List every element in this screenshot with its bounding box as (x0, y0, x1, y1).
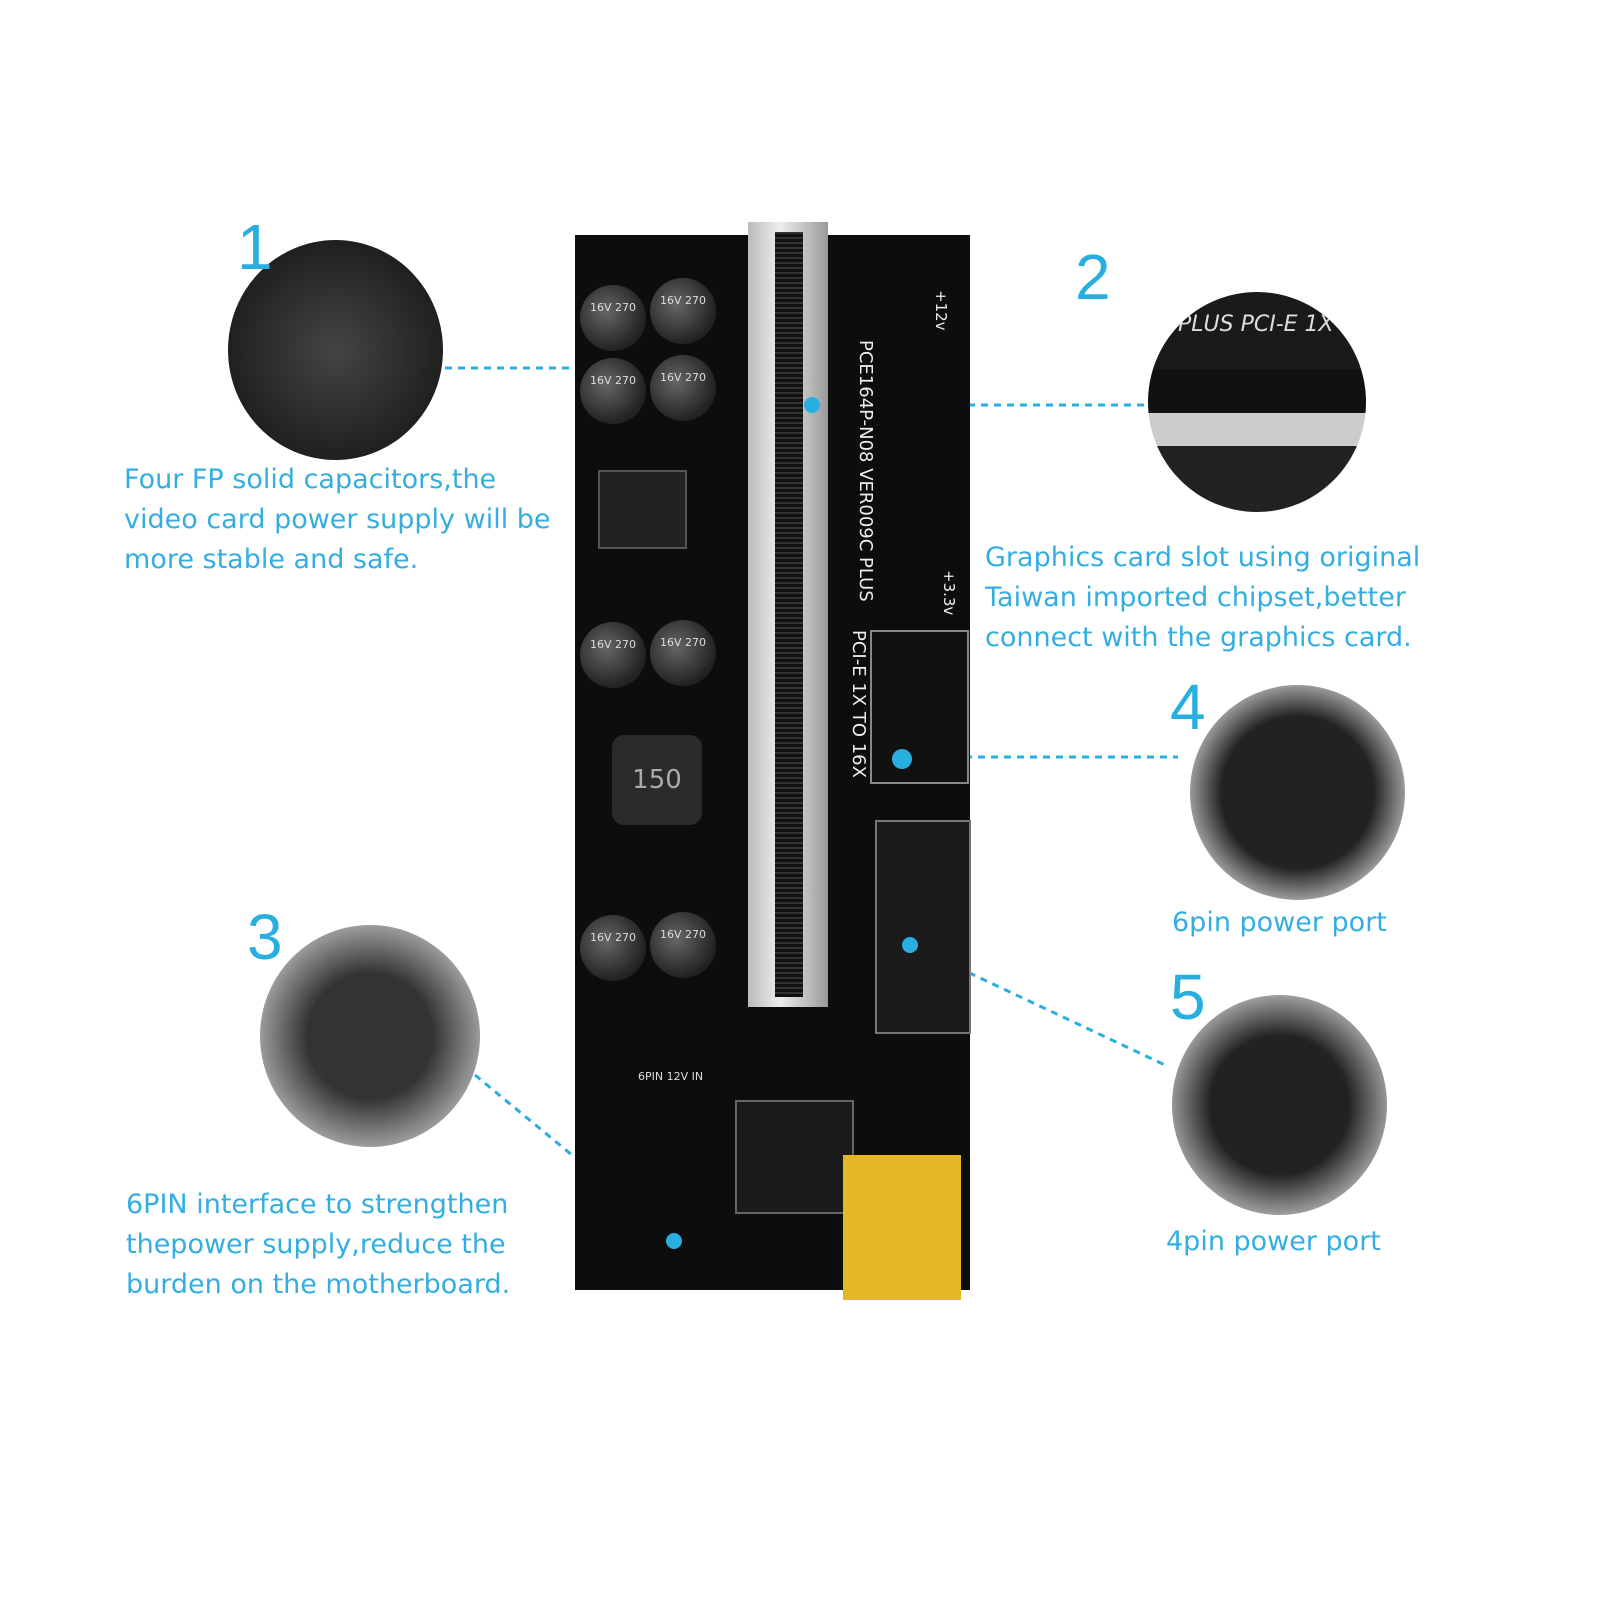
callout-line-3 (474, 1073, 676, 1242)
capacitor: 16V 270 (580, 358, 646, 424)
zoom-circle-4pin-port (1172, 995, 1387, 1215)
caption-line: 6PIN interface to strengthen (126, 1189, 509, 1220)
callout-number-4: 4 (1170, 671, 1206, 743)
caption-line: thepower supply,reduce the (126, 1229, 506, 1260)
voltage-regulator (598, 470, 687, 549)
callout-dot-3 (666, 1233, 682, 1249)
capacitor: 16V 270 (650, 620, 716, 686)
zoom-circle-slot: PLUS PCI-E 1X (1148, 292, 1366, 512)
slot-pins (775, 232, 803, 997)
capacitor: 16V 270 (580, 285, 646, 351)
zoom-circle-6pin-interface (260, 925, 480, 1147)
usb-port (843, 1155, 961, 1300)
board-model-label: PCE164P-N08 VER009C PLUS (855, 340, 876, 602)
caption-line: Four FP solid capacitors,the (124, 464, 497, 495)
caption-line: video card power supply will be (124, 504, 551, 535)
callout-line-5 (909, 943, 1166, 1067)
caption-1: Four FP solid capacitors,the video card … (124, 460, 551, 580)
caption-line: burden on the motherboard. (126, 1269, 511, 1300)
caption-2: Graphics card slot using original Taiwan… (985, 538, 1420, 658)
callout-dot-2 (804, 397, 820, 413)
callout-number-5: 5 (1170, 961, 1206, 1033)
caption-line: more stable and safe. (124, 544, 419, 575)
inductor: 150 (612, 735, 702, 825)
capacitor: 16V 270 (580, 622, 646, 688)
6pin-silk-label: 6PIN 12V IN (638, 1070, 704, 1083)
caption-4: 6pin power port (1172, 903, 1387, 943)
caption-line: Taiwan imported chipset,better (985, 582, 1406, 613)
pcie-x1-connector (735, 1100, 854, 1214)
callout-number-1: 1 (237, 211, 273, 283)
caption-5: 4pin power port (1166, 1222, 1381, 1262)
callout-dot-5 (902, 937, 918, 953)
connector-label: PCI-E 1X TO 16X (848, 630, 869, 778)
capacitor: 16V 270 (650, 355, 716, 421)
callout-dot-4 (892, 749, 912, 769)
caption-3: 6PIN interface to strengthen thepower su… (126, 1185, 510, 1305)
6pin-connector (870, 630, 969, 784)
callout-number-2: 2 (1075, 241, 1111, 313)
capacitor: 16V 270 (580, 915, 646, 981)
caption-line: 4pin power port (1166, 1226, 1381, 1257)
zoom-circle-capacitors (228, 240, 443, 460)
capacitor: 16V 270 (650, 278, 716, 344)
capacitor: 16V 270 (650, 912, 716, 978)
4pin-molex-connector (875, 820, 971, 1034)
zoom-circle-6pin-port (1190, 685, 1405, 900)
zoom-slot-label: PLUS PCI-E 1X (1178, 312, 1334, 337)
caption-line: Graphics card slot using original (985, 542, 1421, 573)
3v3-label: +3.3v (940, 570, 958, 616)
caption-line: connect with the graphics card. (985, 622, 1412, 653)
callout-number-3: 3 (247, 901, 283, 973)
caption-line: 6pin power port (1172, 907, 1387, 938)
12v-label: +12v (932, 290, 950, 331)
